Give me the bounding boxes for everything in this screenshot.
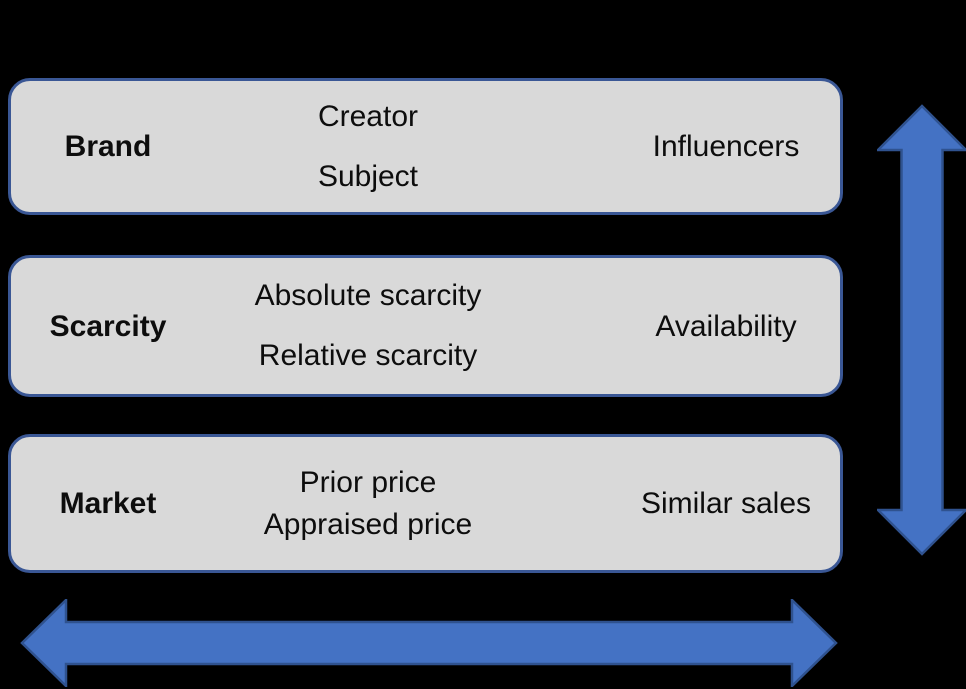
factor-label: Brand bbox=[64, 130, 152, 163]
factor-measure: Influencers bbox=[652, 130, 800, 163]
detail-line: Appraised price bbox=[263, 507, 473, 541]
factor-details: Prior price Appraised price bbox=[205, 462, 531, 546]
factor-label: Market bbox=[59, 487, 157, 520]
factor-measure: Similar sales bbox=[640, 487, 812, 520]
factor-measure: Availability bbox=[655, 309, 797, 343]
horizontal-double-arrow-icon bbox=[20, 599, 838, 687]
factor-box-scarcity: Scarcity Absolute scarcity Relative scar… bbox=[8, 255, 843, 397]
factor-details: Creator Subject bbox=[205, 87, 531, 207]
factor-details: Absolute scarcity Relative scarcity bbox=[205, 266, 531, 386]
factor-box-brand: Brand Creator Subject Influencers bbox=[8, 78, 843, 215]
detail-line: Prior price bbox=[299, 465, 437, 499]
factor-label: Scarcity bbox=[49, 309, 167, 343]
vertical-double-arrow-icon bbox=[877, 104, 966, 556]
detail-line: Subject bbox=[317, 159, 419, 193]
factor-box-market: Market Prior price Appraised price Simil… bbox=[8, 434, 843, 573]
detail-line: Absolute scarcity bbox=[254, 279, 482, 312]
detail-line: Creator bbox=[317, 99, 419, 133]
detail-line: Relative scarcity bbox=[258, 339, 478, 372]
